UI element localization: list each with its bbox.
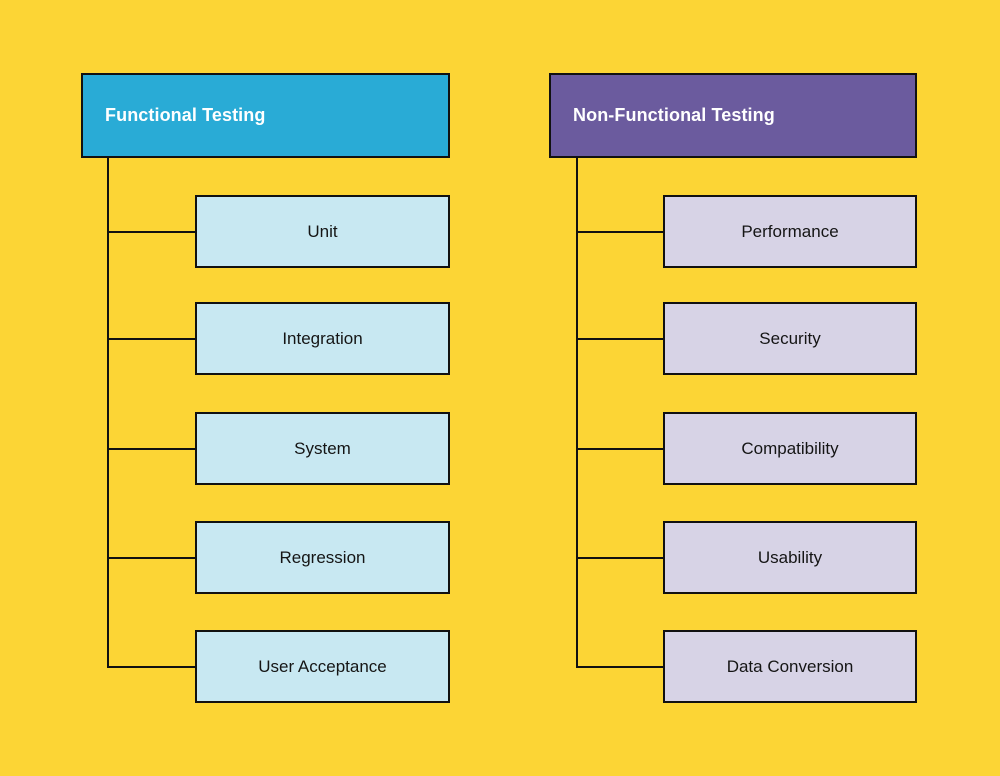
non-functional-trunk-line [576, 158, 578, 667]
non-functional-connector-data-conversion [576, 666, 664, 668]
non-functional-connector-performance [576, 231, 664, 233]
functional-trunk-line [107, 158, 109, 667]
non-functional-connector-security [576, 338, 664, 340]
functional-connector-user-acceptance [107, 666, 196, 668]
functional-testing-branch: Functional Testing Unit Integration Syst… [81, 73, 450, 703]
functional-testing-header[interactable]: Functional Testing [81, 73, 450, 158]
non-functional-connector-usability [576, 557, 664, 559]
functional-connector-system [107, 448, 196, 450]
functional-connector-regression [107, 557, 196, 559]
non-functional-child-performance[interactable]: Performance [663, 195, 917, 268]
non-functional-testing-branch: Non-Functional Testing Performance Secur… [500, 0, 1000, 776]
non-functional-child-compatibility[interactable]: Compatibility [663, 412, 917, 485]
functional-child-unit[interactable]: Unit [195, 195, 450, 268]
functional-child-system[interactable]: System [195, 412, 450, 485]
non-functional-testing-header[interactable]: Non-Functional Testing [549, 73, 917, 158]
functional-connector-unit [107, 231, 196, 233]
functional-child-regression[interactable]: Regression [195, 521, 450, 594]
non-functional-child-data-conversion[interactable]: Data Conversion [663, 630, 917, 703]
functional-child-integration[interactable]: Integration [195, 302, 450, 375]
non-functional-child-usability[interactable]: Usability [663, 521, 917, 594]
non-functional-connector-compatibility [576, 448, 664, 450]
non-functional-child-security[interactable]: Security [663, 302, 917, 375]
functional-child-user-acceptance[interactable]: User Acceptance [195, 630, 450, 703]
functional-connector-integration [107, 338, 196, 340]
